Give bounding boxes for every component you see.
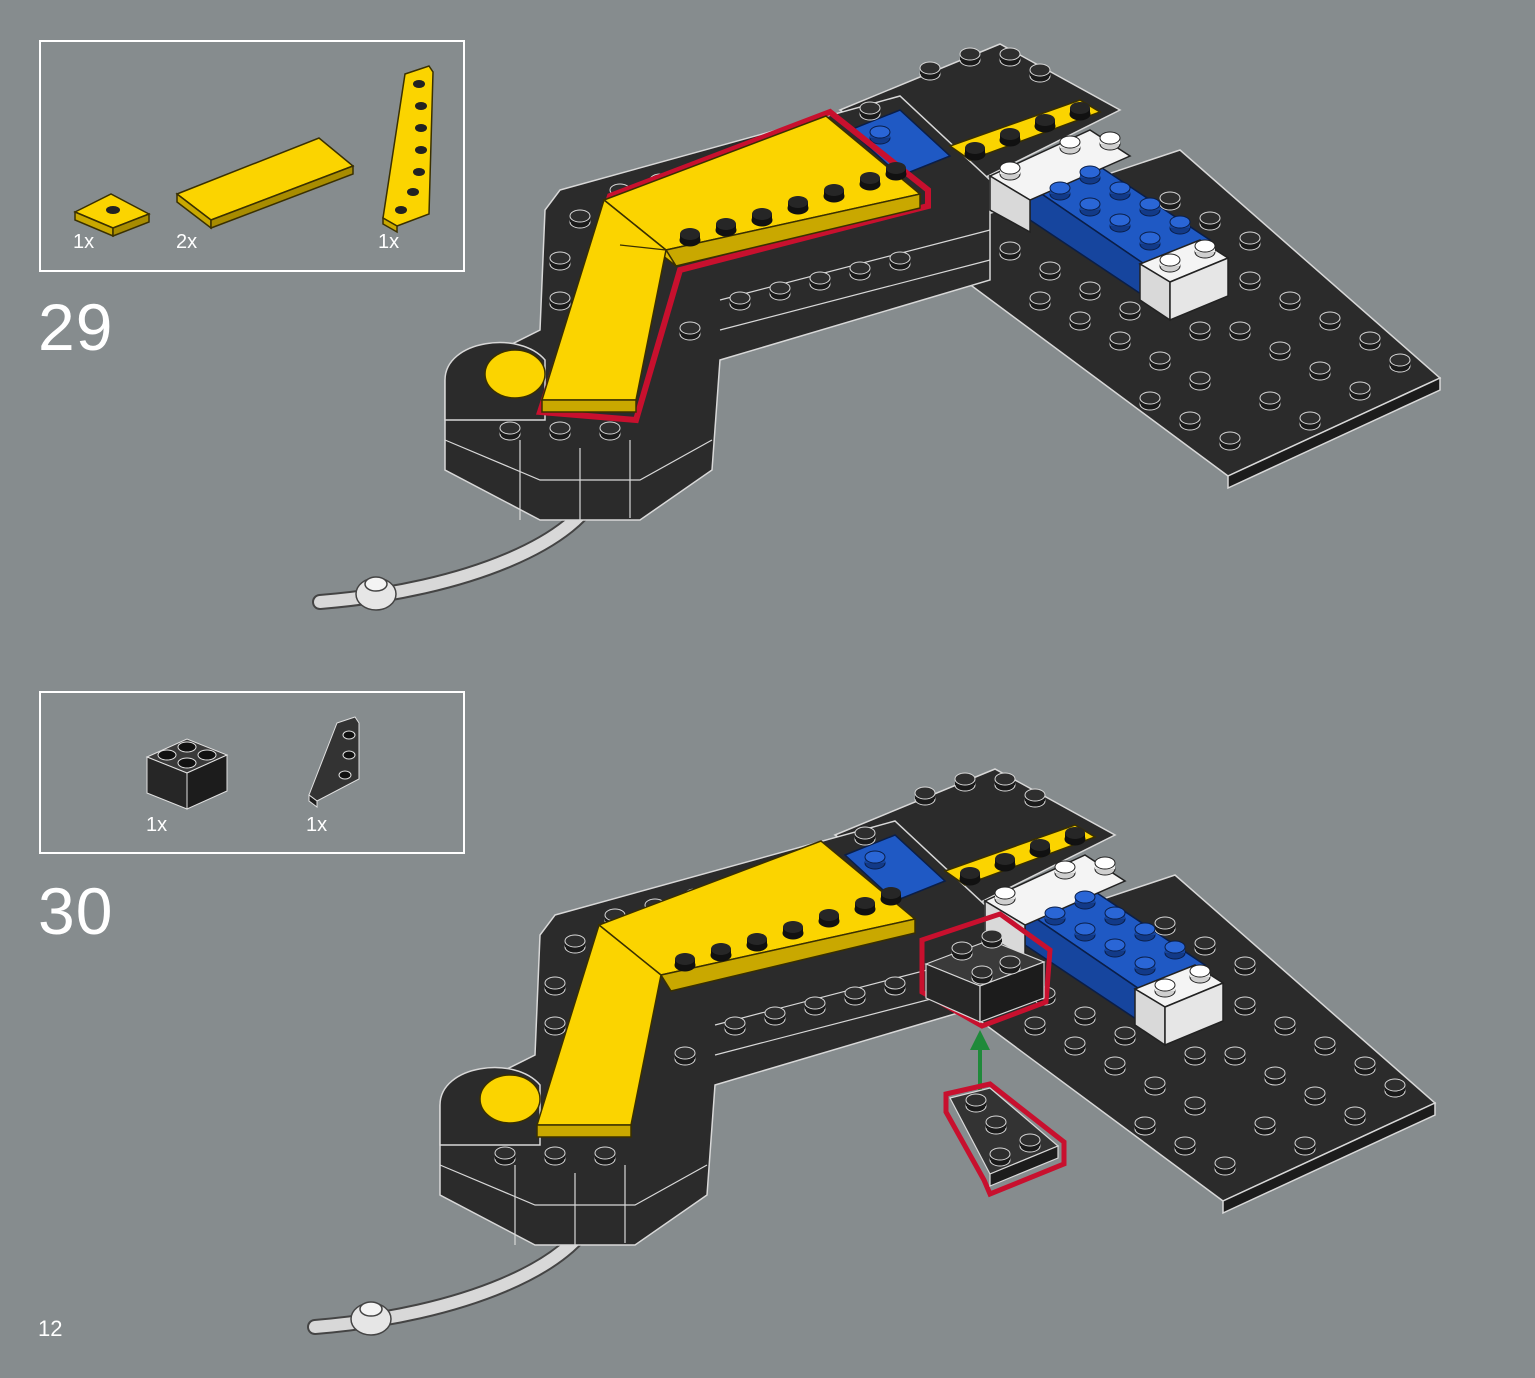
assembly-arrow-icon [970,1030,990,1090]
yellow-wedge-plate-long-icon [382,65,434,234]
parts-callout-step-29: 1x 2x 1x [39,40,465,272]
parts-callout-step-29-art [73,65,434,238]
step-30-new-wedge-plate [943,1081,1067,1198]
step-29-new-parts [535,108,931,424]
black-brick-2x2-icon [145,738,229,810]
step-number-30: 30 [38,874,114,948]
step-30-yellow-parts [535,840,917,1138]
step-30-model [315,769,1435,1335]
part-qty-29-2: 2x [176,231,198,253]
step-30-new-brick [919,911,1053,1029]
page-number: 12 [38,1316,63,1341]
part-qty-30-1: 1x [146,814,168,836]
yellow-tile-long-icon [175,137,355,230]
part-qty-29-3: 1x [378,231,400,253]
parts-callout-step-30: 1x 1x [39,691,465,854]
parts-callout-step-30-art [145,716,360,810]
step-29-model [320,44,1440,610]
step-number-29: 29 [38,290,114,364]
part-qty-30-2: 1x [306,814,328,836]
black-wedge-plate-icon [308,716,360,808]
part-qty-29-1: 1x [73,231,95,253]
yellow-wedge-plate-small-icon [73,193,151,238]
